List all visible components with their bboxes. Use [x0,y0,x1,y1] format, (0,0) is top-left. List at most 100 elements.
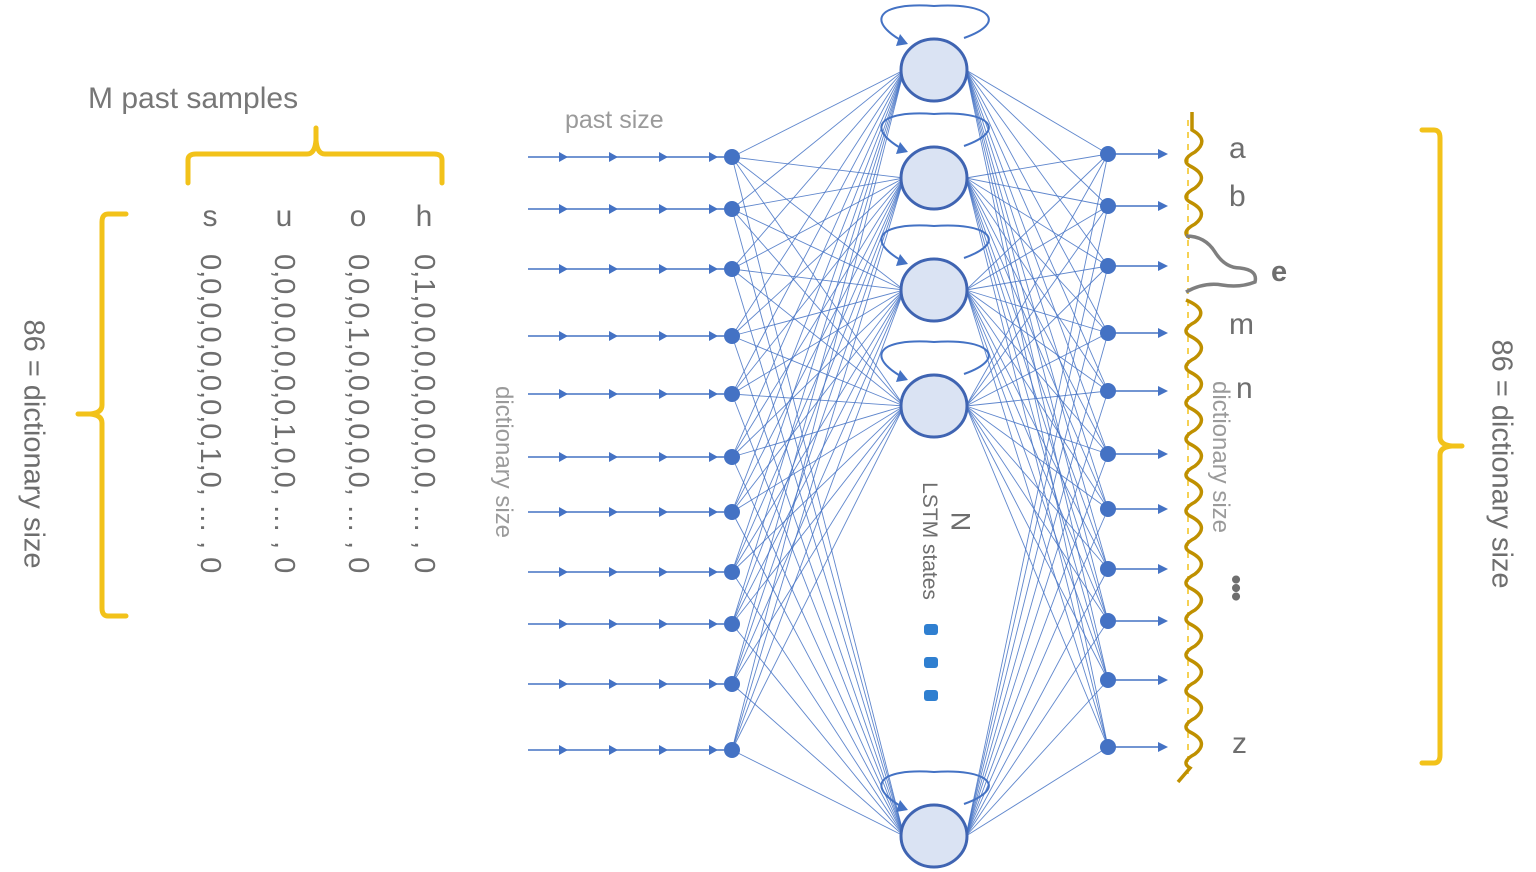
right-brace [1419,127,1465,766]
output-letter-z: z [1232,727,1247,760]
lstm-to-output-connection [965,177,1109,207]
input-to-lstm-connection [731,268,905,407]
column-vector-h: 0,1,0,0,0,0,0,0,0,0, … , 0 [408,254,440,574]
output-node [1100,672,1116,688]
input-to-lstm-connection [731,289,905,751]
output-arrowhead [1158,504,1168,514]
connections [731,69,1109,837]
lstm-to-output-connection [965,153,1109,407]
input-arrowhead [609,204,618,214]
input-node [724,201,740,217]
input-arrowhead [559,567,568,577]
output-node [1100,198,1116,214]
input-to-lstm-connection [731,156,905,407]
lstm-to-output-connection [965,153,1109,291]
lstm-to-output-connection [965,405,1109,622]
input-arrowhead [709,152,718,162]
input-to-lstm-connection [731,335,905,837]
lstm-cell [899,257,969,323]
input-arrowhead [659,619,668,629]
output-node [1100,258,1116,274]
lstm-cell [899,37,969,103]
input-to-lstm-connection [731,405,905,573]
lstm-to-output-connection [965,69,1109,681]
right-dictionary-size-label: 86 = dictionary size [1485,339,1518,589]
input-to-lstm-connection [731,69,905,458]
output-node [1100,325,1116,341]
input-to-lstm-connection [731,208,905,407]
input-arrowhead [609,152,618,162]
lstm-recurrent-loop [880,224,990,263]
lstm-to-output-connection [965,265,1109,291]
lstm-to-output-connection [965,679,1109,837]
lstm-to-output-connection [965,69,1109,622]
output-node [1100,383,1116,399]
input-to-lstm-connection [731,177,905,513]
lstm-to-output-connection [965,390,1109,407]
output-dictionary-size-label: dictionary size [1207,380,1234,534]
input-arrowhead [659,679,668,689]
input-arrowhead [659,204,668,214]
input-to-lstm-connection [731,268,905,837]
lstm-to-output-connection [965,568,1109,837]
input-arrowhead [609,745,618,755]
output-arrowhead [1158,564,1168,574]
input-arrowhead [709,389,718,399]
lstm-to-output-connection [965,453,1109,837]
input-node [724,676,740,692]
input-to-lstm-connection [731,393,905,837]
input-node [724,261,740,277]
input-arrowhead [609,679,618,689]
input-arrowhead [559,452,568,462]
input-to-lstm-connection [731,623,905,837]
lstm-to-output-connection [965,153,1109,837]
input-node [724,328,740,344]
lstm-to-output-connection [965,177,1109,455]
column-letter-u: u [275,200,293,233]
input-node [724,149,740,165]
lstm-to-output-connection [965,205,1109,291]
output-node [1100,446,1116,462]
input-to-lstm-connection [731,69,905,751]
output-letter-b: b [1229,180,1246,213]
input-to-lstm-connection [731,208,905,837]
output-arrowhead [1158,149,1168,159]
input-to-lstm-connection [731,177,905,458]
input-arrowhead [709,264,718,274]
lstm-to-output-connection [965,69,1109,570]
input-to-lstm-connection [731,289,905,625]
input-arrowhead [659,745,668,755]
input-to-lstm-connection [731,69,905,270]
input-arrowhead [559,152,568,162]
lstm-to-output-connection [965,620,1109,837]
input-arrowhead [609,507,618,517]
input-arrowhead [609,452,618,462]
lstm-to-output-connection [965,289,1109,455]
top-brace [185,125,445,186]
input-to-lstm-connection [731,405,905,513]
input-arrowhead [709,331,718,341]
output-letter-a: a [1229,132,1246,165]
column-letter-h: h [415,200,433,233]
lstm-to-output-connection [965,177,1109,748]
lstm-to-output-connection [965,332,1109,407]
input-arrows [528,152,724,755]
output-arrowhead [1158,616,1168,626]
output-letter-m: m [1229,308,1254,341]
lstm-to-output-connection [965,405,1109,570]
output-arrowhead [1158,261,1168,271]
input-arrowhead [709,567,718,577]
input-arrowhead [659,452,668,462]
input-arrowhead [559,331,568,341]
output-arrowhead [1158,201,1168,211]
output-arrowhead [1158,449,1168,459]
lstm-loop-arrowhead [896,142,908,154]
output-node [1100,501,1116,517]
output-node [1100,613,1116,629]
input-arrowhead [559,204,568,214]
input-arrowhead [709,619,718,629]
input-arrowhead [559,389,568,399]
output-letter-n: n [1236,372,1253,405]
input-arrowhead [709,204,718,214]
